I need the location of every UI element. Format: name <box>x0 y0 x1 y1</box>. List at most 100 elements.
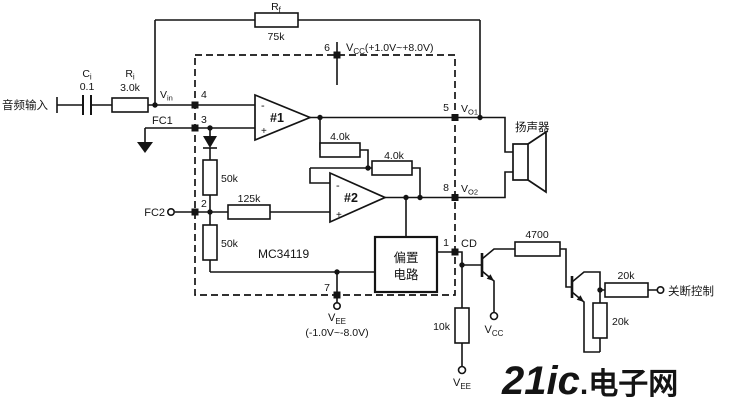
wire-vo2-speaker <box>455 171 513 199</box>
dot <box>207 209 213 215</box>
vcc-supply-label: VCC(+1.0V~+8.0V) <box>346 42 434 56</box>
ri-label: Ri <box>125 68 135 82</box>
amp2-minus: - <box>336 180 340 192</box>
speaker-cone-icon <box>527 130 547 194</box>
resistor-50k-bottom <box>202 224 218 261</box>
resistor-4k-a <box>319 142 361 158</box>
dot <box>334 269 340 275</box>
resistor-20k-h <box>604 282 649 298</box>
speaker-label: 扬声器 <box>515 120 550 134</box>
dot <box>597 287 603 293</box>
vcc-node-label: VCC <box>485 324 504 338</box>
amp1-label: #1 <box>270 111 284 125</box>
pin7-square <box>333 291 341 299</box>
wire-r4k-a-right <box>360 149 369 168</box>
t2-emitter-arrow <box>576 295 584 302</box>
diode-icon <box>203 136 217 148</box>
dot <box>403 194 409 201</box>
pin4-number: 4 <box>201 89 207 101</box>
junction-dots <box>152 102 603 293</box>
amp2-label: #2 <box>344 191 358 205</box>
resistor-4k-b <box>371 160 413 176</box>
ri-value: 3.0k <box>120 82 141 94</box>
pin1-square <box>451 248 459 256</box>
opamp1-triangle <box>254 93 313 142</box>
amp1-minus: - <box>261 100 265 112</box>
dot <box>477 114 483 121</box>
resistor-4700 <box>514 241 561 257</box>
r125k-value: 125k <box>238 193 262 205</box>
pin4-square <box>191 101 199 109</box>
rf-label: Rf <box>271 1 282 15</box>
amp1-plus: + <box>261 126 267 137</box>
pin3-number: 3 <box>201 114 207 126</box>
t2-collector <box>571 271 601 290</box>
ic-pins <box>191 51 459 299</box>
r10k-value: 10k <box>433 321 451 333</box>
vin-label: Vin <box>160 89 173 103</box>
labels: Rf 75k 6 VCC(+1.0V~+8.0V) 音频输入 Ci 0.1 Ri… <box>2 1 714 391</box>
dot <box>317 114 323 121</box>
t2-emitter <box>571 291 600 353</box>
amp2-plus: + <box>336 210 342 221</box>
ci-label: Ci <box>82 68 92 82</box>
r4700-value: 4700 <box>525 229 549 241</box>
vo1-label: VO1 <box>461 103 478 117</box>
wires <box>56 19 657 366</box>
bias-line2: 电路 <box>393 267 419 282</box>
pin8-number: 8 <box>443 182 449 194</box>
bias-line1: 偏置 <box>393 250 418 265</box>
dot <box>459 262 465 268</box>
pin5-square <box>451 114 459 121</box>
wire-r4k-b-feedback <box>412 167 421 198</box>
r4k-a-value: 4.0k <box>330 131 351 143</box>
shutdown-terminal <box>656 285 665 294</box>
ic-name-label: MC34119 <box>258 247 309 261</box>
r4k-b-value: 4.0k <box>384 150 405 162</box>
ground-icon <box>137 142 153 153</box>
pin5-number: 5 <box>443 102 449 114</box>
vee-supply-label: VEE <box>328 312 346 326</box>
audio-input-label: 音频输入 <box>2 98 48 112</box>
capacitor-plates <box>82 95 92 115</box>
pin6-number: 6 <box>324 42 330 54</box>
pin1-number: 1 <box>443 237 449 249</box>
pin2-square <box>191 208 199 216</box>
shutdown-label: 关断控制 <box>668 284 714 298</box>
r50k-top-value: 50k <box>221 173 239 185</box>
r20k-v-value: 20k <box>612 316 630 328</box>
resistor-125k <box>227 204 271 220</box>
symbols <box>137 93 584 302</box>
dot <box>365 165 371 171</box>
wire-amp2-inv <box>309 168 330 184</box>
vee-node-label: VEE <box>453 377 471 391</box>
t1-collector <box>481 248 515 260</box>
pin7-number: 7 <box>324 282 330 294</box>
vee-range-label: (-1.0V~-8.0V) <box>305 327 368 339</box>
resistor-ri <box>111 97 149 113</box>
t1-emitter <box>481 270 495 312</box>
ci-value: 0.1 <box>80 81 95 93</box>
dot <box>417 194 423 201</box>
vcc-terminal <box>489 311 499 321</box>
resistor-rf <box>254 12 299 28</box>
pin3-square <box>191 124 199 132</box>
ic-dashed-boundary <box>194 54 456 296</box>
pin6-square <box>333 51 341 59</box>
opamp2-triangle <box>329 171 388 224</box>
bias-circuit-box <box>373 235 439 294</box>
wire-t2-base <box>560 248 572 288</box>
t1-emitter-arrow <box>486 274 494 281</box>
vee-terminal <box>332 301 341 310</box>
rf-value: 75k <box>268 31 286 43</box>
fc2-label: FC2 <box>144 207 165 219</box>
vee-bottom-terminal <box>457 365 467 375</box>
fc2-terminal <box>167 208 176 217</box>
r20k-h-value: 20k <box>618 270 636 282</box>
resistor-10k <box>454 307 470 344</box>
resistors <box>111 12 649 344</box>
watermark-logo: 21ic.电子网 <box>501 359 678 403</box>
r50k-bottom-value: 50k <box>221 238 239 250</box>
